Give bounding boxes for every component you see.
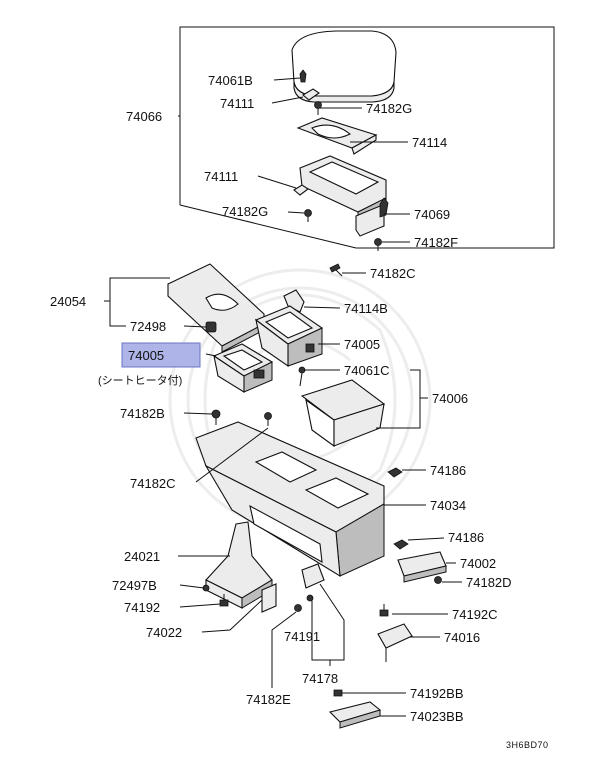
label-74066[interactable]: 74066 (126, 109, 162, 124)
part-labels: 74061B 74111 74182G 74066 74114 74111 74… (50, 73, 549, 750)
part-bolt-74192C[interactable] (379, 604, 389, 617)
label-74182G-b[interactable]: 74182G (222, 204, 268, 219)
label-74022[interactable]: 74022 (146, 625, 182, 640)
highlight-box (121, 342, 201, 368)
label-74006[interactable]: 74006 (432, 391, 468, 406)
part-panel-24054[interactable] (167, 263, 265, 353)
label-74111-a[interactable]: 74111 (220, 96, 254, 111)
part-lid-frame-74114[interactable] (296, 117, 378, 155)
part-screw-74182B[interactable] (211, 409, 221, 425)
part-bracket-74022[interactable] (261, 583, 277, 613)
label-seat-heater-note: (シートヒータ付) (98, 374, 182, 387)
part-bracket-74191[interactable] (301, 563, 325, 589)
part-hinge-74111-a[interactable] (302, 88, 320, 101)
label-74002[interactable]: 74002 (460, 556, 496, 571)
part-clip-74186-a[interactable] (387, 467, 403, 478)
label-74016[interactable]: 74016 (444, 630, 480, 645)
part-armrest-lid[interactable] (291, 30, 397, 103)
label-74192C[interactable]: 74192C (452, 607, 498, 622)
label-72498[interactable]: 72498 (130, 319, 166, 334)
label-74182F[interactable]: 74182F (414, 235, 458, 250)
part-bolt-74178[interactable] (306, 594, 314, 602)
part-bracket-74069[interactable] (355, 197, 389, 237)
label-74005[interactable]: 74005 (344, 337, 380, 352)
label-74191[interactable]: 74191 (284, 629, 320, 644)
part-screw-74182G-b[interactable] (304, 209, 312, 223)
part-screw-74182G-a[interactable] (314, 101, 322, 116)
part-box-74005-seat-heater[interactable] (212, 343, 274, 393)
part-screw-74182D[interactable] (434, 576, 442, 584)
part-pocket-74006[interactable] (300, 379, 386, 448)
label-74034[interactable]: 74034 (430, 498, 466, 513)
label-74186-a[interactable]: 74186 (430, 463, 466, 478)
part-clip-74186-b[interactable] (393, 539, 409, 550)
label-74069[interactable]: 74069 (414, 207, 450, 222)
label-74005-highlighted[interactable]: 74005 (128, 348, 164, 363)
part-bolt-74192BB[interactable] (333, 689, 343, 697)
label-74182E[interactable]: 74182E (246, 692, 291, 707)
label-74114[interactable]: 74114 (412, 135, 447, 150)
part-console-74034[interactable] (195, 421, 385, 578)
part-box-74005[interactable] (254, 305, 324, 368)
part-bracket-74016[interactable] (377, 623, 413, 662)
label-74178[interactable]: 74178 (302, 671, 338, 686)
label-74192[interactable]: 74192 (124, 600, 160, 615)
part-screw-74182C-a[interactable] (329, 263, 343, 277)
part-screw-console[interactable] (264, 412, 272, 427)
label-24021[interactable]: 24021 (124, 549, 160, 564)
label-74023BB[interactable]: 74023BB (410, 709, 464, 724)
label-72497B[interactable]: 72497B (112, 578, 157, 593)
part-tray-74002[interactable] (397, 551, 447, 583)
part-screw-74182F[interactable] (374, 238, 382, 252)
part-clip-74061B[interactable] (299, 69, 307, 83)
label-74182D[interactable]: 74182D (466, 575, 512, 590)
label-74114B[interactable]: 74114B (344, 301, 388, 316)
label-74192BB[interactable]: 74192BB (410, 686, 464, 701)
label-74182C-a[interactable]: 74182C (370, 266, 416, 281)
part-hinge-74111-b[interactable] (293, 184, 309, 196)
label-74061B[interactable]: 74061B (208, 73, 253, 88)
part-screw-74182E[interactable] (294, 604, 302, 612)
part-shift-boot-24021[interactable] (205, 521, 273, 609)
label-24054[interactable]: 24054 (50, 294, 86, 309)
label-74111-b[interactable]: 74111 (204, 169, 238, 184)
assembly-74066-box (179, 26, 555, 249)
label-74182G-a[interactable]: 74182G (366, 101, 412, 116)
label-74061C[interactable]: 74061C (344, 363, 390, 378)
diagram-code: 3H6BD70 (506, 740, 549, 750)
label-74186-b[interactable]: 74186 (448, 530, 484, 545)
part-bracket-74023BB[interactable] (328, 701, 382, 729)
label-74182C-b[interactable]: 74182C (130, 476, 176, 491)
label-74182B[interactable]: 74182B (120, 406, 165, 421)
leader-lines (104, 77, 462, 717)
part-clip-72498[interactable] (205, 321, 217, 333)
